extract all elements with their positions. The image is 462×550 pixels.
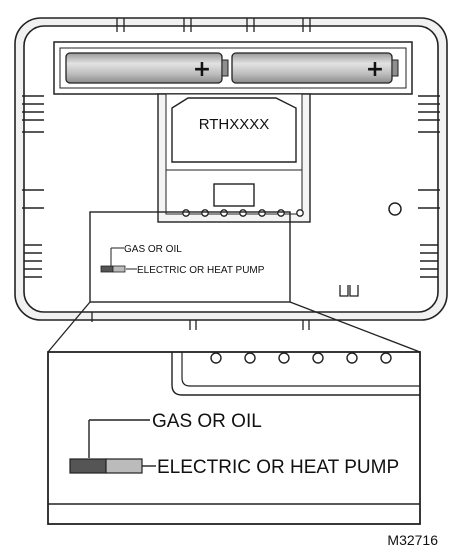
left-vents-lower bbox=[24, 244, 42, 278]
battery-right-plus: + bbox=[366, 57, 384, 82]
right-vents-middle bbox=[418, 189, 440, 209]
battery-left: + bbox=[65, 52, 229, 84]
figure-code: M32716 bbox=[387, 532, 438, 548]
terminal-strip-zoom bbox=[210, 352, 392, 364]
terminal-screw-small bbox=[296, 209, 304, 217]
terminal-screw-small bbox=[220, 209, 228, 217]
terminal-screw-small bbox=[239, 209, 247, 217]
switch-zoom-dark-half bbox=[69, 458, 107, 474]
zoom-projection-lines bbox=[47, 301, 421, 353]
mounting-hole bbox=[388, 202, 402, 216]
electric-heat-pump-label-zoom: ELECTRIC OR HEAT PUMP bbox=[157, 457, 399, 478]
switch-small-dark-half bbox=[100, 265, 114, 273]
center-recess bbox=[157, 93, 311, 223]
terminal-screw-small bbox=[277, 209, 285, 217]
terminal-screw-zoom bbox=[380, 352, 392, 364]
terminal-screw-zoom bbox=[346, 352, 358, 364]
gas-oil-label-zoom: GAS OR OIL bbox=[152, 411, 262, 432]
terminal-screw-zoom bbox=[312, 352, 324, 364]
gas-oil-label-small: GAS OR OIL bbox=[124, 244, 182, 255]
battery-right: + bbox=[231, 52, 399, 84]
switch-zoom bbox=[69, 419, 156, 474]
terminal-screw-small bbox=[182, 209, 190, 217]
switch-small-light-half bbox=[112, 265, 126, 273]
right-vents-upper bbox=[418, 95, 440, 133]
battery-left-plus: + bbox=[193, 57, 211, 82]
terminal-screw-zoom bbox=[210, 352, 222, 364]
terminal-screw-small bbox=[201, 209, 209, 217]
terminal-screw-zoom bbox=[244, 352, 256, 364]
left-vents-middle bbox=[22, 189, 44, 209]
switch-zoom-light-half bbox=[105, 458, 143, 474]
right-vents-lower bbox=[420, 244, 438, 278]
electric-heat-pump-label-small: ELECTRIC OR HEAT PUMP bbox=[137, 265, 265, 276]
zoom-panel bbox=[47, 351, 421, 525]
switch-callout-small bbox=[89, 211, 291, 303]
left-vents-upper bbox=[22, 95, 44, 133]
terminal-screw-zoom bbox=[278, 352, 290, 364]
terminal-screw-small bbox=[258, 209, 266, 217]
model-label: RTHXXXX bbox=[199, 116, 270, 133]
